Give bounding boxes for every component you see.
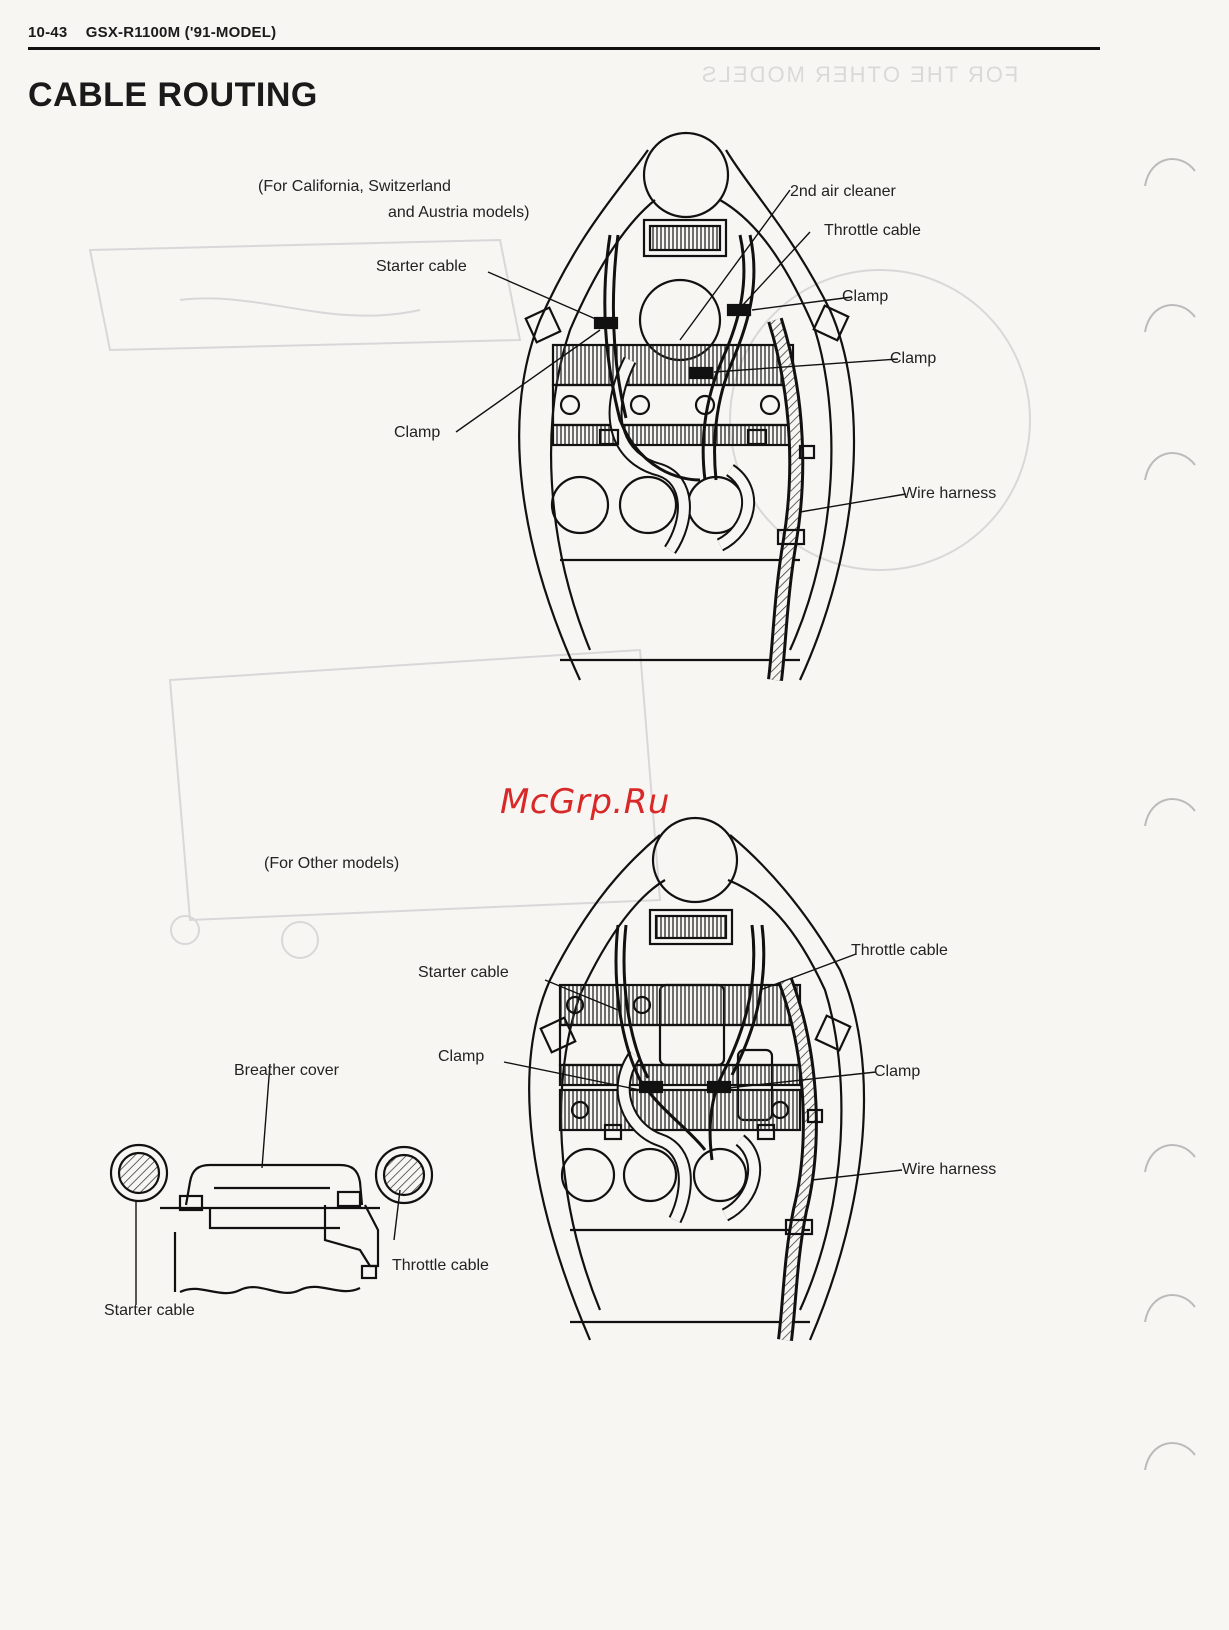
bottom-throttle-cable-label: Throttle cable bbox=[851, 942, 948, 959]
binder-hole-mark bbox=[1144, 304, 1196, 333]
bottom-starter-cable-label: Starter cable bbox=[418, 964, 509, 981]
watermark: McGrp.Ru bbox=[500, 782, 670, 822]
breather-cover-detail bbox=[109, 1063, 434, 1305]
bottom-frame-diagram bbox=[503, 816, 903, 1341]
detail-throttle-cable-label: Throttle cable bbox=[392, 1257, 489, 1274]
top-clamp-label-1: Clamp bbox=[842, 288, 889, 305]
top-air-cleaner-label: 2nd air cleaner bbox=[790, 183, 896, 200]
header-rule bbox=[28, 47, 1100, 50]
top-variant-line2: and Austria models) bbox=[388, 204, 530, 221]
page-number: 10-43 bbox=[28, 24, 68, 41]
top-clamp-label-2: Clamp bbox=[890, 350, 937, 367]
model-name: GSX-R1100M ('91-MODEL) bbox=[85, 24, 277, 41]
bottom-variant: (For Other models) bbox=[264, 855, 400, 872]
bottom-wire-harness-label: Wire harness bbox=[902, 1161, 997, 1178]
page-title: CABLE ROUTING bbox=[28, 76, 318, 114]
bleed-through-drawing bbox=[88, 238, 1031, 959]
binder-hole-mark bbox=[1144, 1294, 1196, 1323]
binder-hole-mark bbox=[1144, 1442, 1196, 1471]
binder-hole-mark bbox=[1144, 1144, 1196, 1173]
breather-cover-label: Breather cover bbox=[234, 1062, 339, 1079]
top-frame-diagram bbox=[455, 131, 907, 681]
top-clamp-label-3: Clamp bbox=[394, 424, 441, 441]
top-throttle-cable-label: Throttle cable bbox=[824, 222, 921, 239]
top-starter-cable-label: Starter cable bbox=[376, 258, 467, 275]
bottom-clamp-right-label: Clamp bbox=[874, 1063, 921, 1080]
bottom-clamp-left-label: Clamp bbox=[438, 1048, 485, 1065]
binder-hole-mark bbox=[1144, 452, 1196, 481]
detail-starter-cable-label: Starter cable bbox=[104, 1302, 195, 1319]
top-wire-harness-label: Wire harness bbox=[902, 485, 997, 502]
page-header: 10-43 GSX-R1100M ('91-MODEL) bbox=[28, 24, 1098, 41]
binder-hole-mark bbox=[1144, 798, 1196, 827]
binder-hole-mark bbox=[1144, 158, 1196, 187]
top-variant-line1: (For California, Switzerland bbox=[258, 178, 451, 195]
